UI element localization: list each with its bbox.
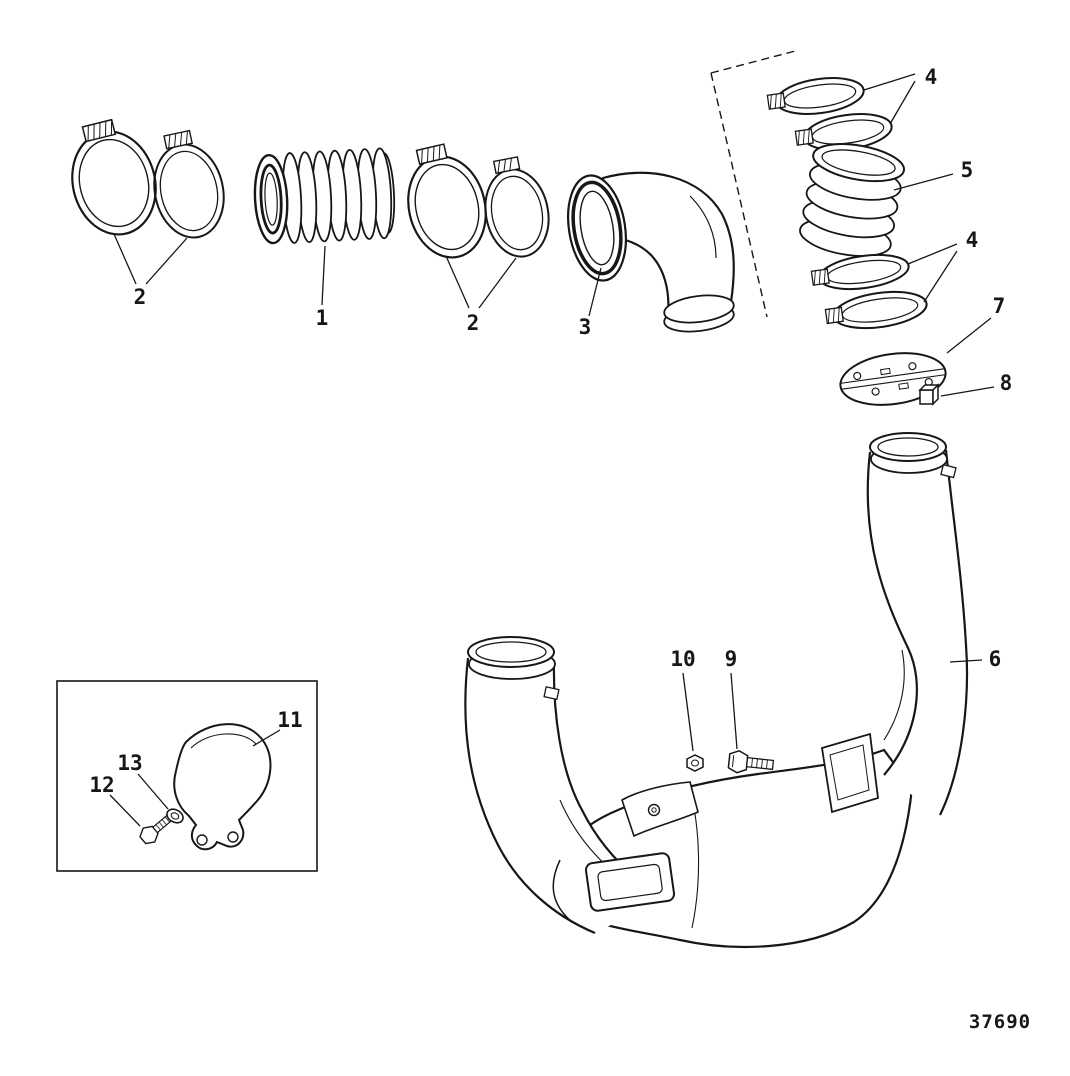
hose-clamp-left-2: [153, 129, 225, 239]
exhaust-elbow: [567, 171, 735, 333]
bracket-contour: [190, 733, 257, 749]
callout-5: 5: [961, 158, 974, 182]
leader-line-elbow: [588, 267, 602, 317]
leader-line-bellows-main: [321, 245, 326, 306]
leader-line-bolt: [730, 672, 738, 750]
leader-line-clamps-lower-a: [907, 243, 958, 265]
callout-2-mid: 2: [467, 311, 480, 335]
clamp-band-inner: [414, 163, 480, 251]
leader-line-bracket: [252, 729, 281, 747]
screw-housing: [163, 129, 193, 150]
callout-10: 10: [670, 647, 695, 671]
hose-clamp-lower-2: [824, 290, 928, 330]
clamp-band-inner: [78, 138, 150, 228]
figure-number: 37690: [969, 1011, 1031, 1033]
bracket-outline: [173, 723, 272, 851]
left-inlet-tab: [543, 686, 560, 701]
bolt-threads: [751, 758, 768, 769]
callout-4-lower: 4: [966, 228, 979, 252]
clamp-band-outer: [153, 143, 225, 239]
right-inlet-rim: [869, 432, 947, 462]
leader-line-plate: [946, 317, 992, 354]
bracket-hole-2: [227, 831, 239, 843]
callout-1: 1: [316, 306, 329, 330]
right-branch-contour: [883, 649, 905, 741]
right-branch-left-edge: [866, 451, 918, 776]
plate-hinge-line: [841, 368, 945, 390]
screw-housing: [415, 143, 448, 165]
callout-2-left: 2: [134, 285, 147, 309]
alignment-dashed-line-1: [710, 72, 768, 318]
bellows-hose-upper: [799, 143, 905, 257]
bracket-hole-1: [196, 834, 208, 846]
hex-nut: [686, 754, 704, 772]
leader-line-washer: [137, 773, 169, 810]
leader-line-y-pipe: [949, 659, 983, 663]
leader-line-clamps-lower-b: [923, 250, 958, 303]
bolt-head: [727, 749, 749, 774]
bracket-plate: [173, 723, 272, 851]
leader-line-clamps-left-a: [113, 233, 137, 285]
clamp-band-outer: [484, 168, 550, 258]
clamp-band-inner: [490, 175, 544, 251]
bellows-hose-main: [253, 147, 396, 245]
screw-housing: [492, 156, 521, 175]
leader-line-clamps-upper-a: [863, 73, 916, 91]
bolt-shank: [745, 756, 775, 771]
leader-line-block: [940, 386, 995, 397]
spacer-block: [918, 383, 940, 406]
right-branch-right-edge: [939, 449, 969, 816]
leader-line-bracket-bolt: [109, 794, 141, 827]
right-inlet-tab: [940, 463, 957, 479]
elbow-opening: [567, 174, 627, 282]
left-branch-left-edge: [464, 657, 596, 935]
callout-7: 7: [993, 294, 1006, 318]
callout-6: 6: [989, 647, 1002, 671]
hose-clamp-lower-1: [810, 253, 910, 291]
leader-line-clamps-mid-a: [445, 255, 470, 309]
body-port: [584, 852, 676, 912]
bolt-head: [139, 825, 159, 845]
callout-4-upper: 4: [925, 65, 938, 89]
inset-box: [56, 680, 318, 872]
callout-12: 12: [89, 773, 114, 797]
bracket-washer: [166, 808, 184, 824]
hose-clamp-mid-1: [407, 143, 487, 259]
clamp-band-outer: [775, 77, 865, 115]
leader-line-clamps-upper-b: [889, 80, 916, 125]
leader-line-nut: [682, 672, 694, 752]
callout-9: 9: [725, 647, 738, 671]
callout-8: 8: [1000, 371, 1013, 395]
hose-clamp-upper-1: [766, 77, 865, 115]
callout-3: 3: [579, 315, 592, 339]
clamp-band-outer: [407, 155, 487, 259]
callout-11: 11: [277, 708, 302, 732]
elbow-contour: [689, 195, 717, 259]
leader-line-clamps-left-b: [145, 237, 188, 285]
callout-13: 13: [117, 751, 142, 775]
bolt-threads: [155, 816, 170, 831]
leader-line-clamps-mid-b: [478, 257, 517, 309]
bellows-opening-rim: [812, 143, 905, 183]
hose-clamp-mid-2: [484, 156, 550, 258]
hex-bolt: [727, 749, 775, 774]
lug-bolt-hole: [647, 803, 661, 817]
clamp-band-inner: [159, 150, 219, 232]
clamp-band-outer: [71, 130, 157, 236]
side-vent: [820, 732, 879, 814]
hose-clamp-left-1: [71, 118, 157, 236]
y-exhaust-pipe: [464, 432, 969, 949]
screw-housing: [81, 118, 117, 143]
body-end-cap: [552, 859, 573, 923]
leader-line-bellows-upper: [893, 173, 954, 191]
elbow-flange-upper: [663, 294, 735, 324]
alignment-dashed-line-2: [710, 49, 800, 74]
